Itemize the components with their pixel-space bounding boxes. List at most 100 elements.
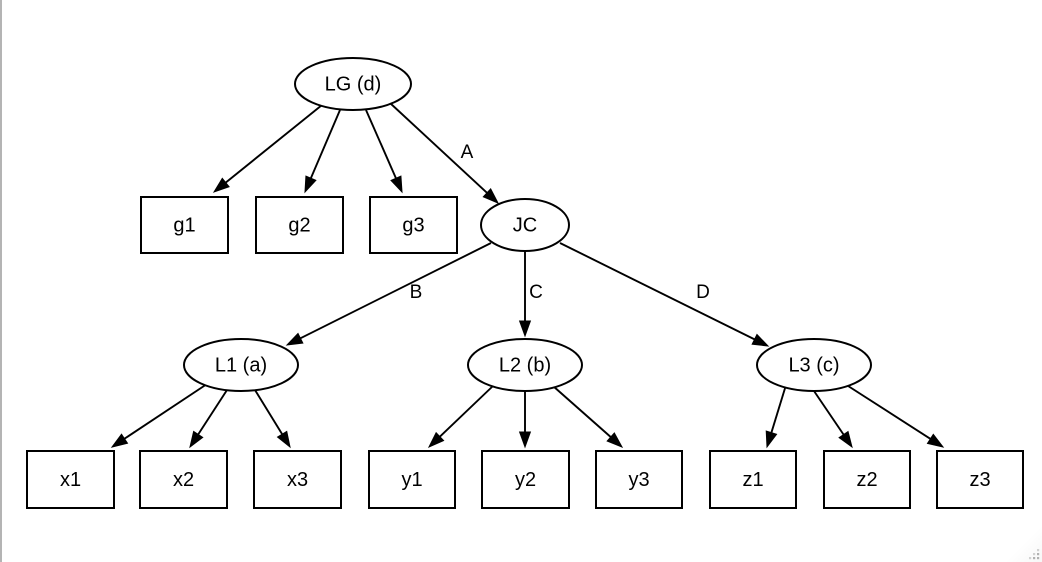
arrowhead-icon	[390, 175, 403, 194]
node-label: g2	[288, 214, 310, 236]
node-x2[interactable]: x2	[139, 450, 228, 509]
edge-l2-to-y3	[552, 385, 624, 448]
edge-line	[559, 242, 757, 342]
edge-jc-to-l1: B	[285, 242, 492, 346]
edge-l1-to-x1	[110, 383, 208, 448]
arrowhead-icon	[304, 175, 317, 194]
node-ellipse	[183, 338, 299, 392]
arrowhead-icon	[482, 187, 500, 205]
node-z2[interactable]: z2	[823, 450, 911, 509]
node-y2[interactable]: y2	[481, 450, 570, 509]
edge-jc-to-l3: D	[559, 242, 770, 347]
edge-l3-to-z3	[844, 383, 945, 448]
edge-jc-to-l2: C	[518, 251, 543, 338]
node-rect	[369, 196, 458, 254]
node-rect	[26, 450, 115, 509]
node-rect	[709, 450, 797, 509]
edge-label-b: B	[410, 282, 423, 303]
node-rect	[823, 450, 911, 509]
node-jc[interactable]: JC	[480, 198, 570, 252]
arrowhead-icon	[518, 320, 532, 338]
arrowhead-icon	[212, 177, 230, 193]
edge-lg-to-g1	[212, 104, 323, 193]
edge-l2-to-y2	[518, 391, 532, 449]
node-label: x2	[173, 469, 194, 491]
node-lg[interactable]: LG (d)	[294, 57, 412, 111]
arrowhead-icon	[518, 431, 532, 449]
edge-line	[769, 384, 787, 435]
edge-line	[298, 242, 492, 341]
node-rect	[368, 450, 456, 509]
node-rect	[936, 450, 1024, 509]
node-rect	[481, 450, 570, 509]
edges-layer: A B C D	[110, 102, 945, 449]
edge-line	[223, 104, 323, 185]
node-label: y1	[401, 469, 422, 491]
node-g2[interactable]: g2	[255, 196, 344, 254]
node-ellipse	[756, 338, 872, 392]
edge-line	[552, 385, 613, 440]
node-g1[interactable]: g1	[140, 196, 229, 254]
node-label: L3 (c)	[788, 354, 839, 376]
arrowhead-icon	[110, 433, 129, 448]
node-l1[interactable]: L1 (a)	[183, 338, 299, 392]
edge-line	[122, 383, 208, 441]
edge-line	[309, 109, 341, 181]
arrowhead-icon	[276, 430, 291, 449]
node-label: x1	[60, 469, 81, 491]
edge-line	[196, 389, 228, 437]
node-y1[interactable]: y1	[368, 450, 456, 509]
node-label: x3	[287, 469, 308, 491]
node-label: z2	[856, 469, 877, 491]
arrowhead-icon	[765, 430, 778, 449]
arrowhead-icon	[285, 332, 304, 346]
edge-line	[389, 102, 490, 195]
edge-l3-to-z1	[765, 384, 787, 449]
arrowhead-icon	[606, 432, 624, 448]
edge-line	[365, 109, 398, 181]
edge-lg-to-g3	[365, 109, 403, 194]
edge-label-a: A	[461, 142, 474, 163]
arrowhead-icon	[427, 431, 445, 449]
arrowhead-icon	[838, 430, 853, 449]
arrowhead-icon	[751, 333, 770, 347]
node-label: L2 (b)	[499, 354, 551, 376]
node-ellipse	[480, 198, 570, 252]
node-y3[interactable]: y3	[595, 450, 683, 509]
node-z3[interactable]: z3	[936, 450, 1024, 509]
node-label: z1	[742, 469, 763, 491]
node-label: y3	[628, 469, 649, 491]
node-ellipse	[467, 338, 583, 392]
edge-l2-to-y1	[427, 384, 495, 449]
node-label: y2	[515, 469, 536, 491]
edge-label-d: D	[696, 282, 710, 303]
node-rect	[140, 196, 229, 254]
node-rect	[255, 196, 344, 254]
node-x3[interactable]: x3	[253, 450, 342, 509]
node-rect	[595, 450, 683, 509]
edge-lg-to-g2	[304, 109, 341, 194]
node-label: g3	[402, 214, 424, 236]
node-g3[interactable]: g3	[369, 196, 458, 254]
node-x1[interactable]: x1	[26, 450, 115, 509]
node-ellipse	[294, 57, 412, 111]
edge-l1-to-x3	[254, 389, 291, 449]
node-label: LG (d)	[325, 73, 382, 95]
edge-l3-to-z2	[813, 390, 853, 449]
node-z1[interactable]: z1	[709, 450, 797, 509]
edge-line	[813, 390, 846, 437]
edge-line	[844, 383, 933, 441]
node-label: JC	[513, 214, 537, 236]
node-l2[interactable]: L2 (b)	[467, 338, 583, 392]
edge-l1-to-x2	[189, 389, 228, 449]
resize-grip-icon[interactable]	[1027, 547, 1041, 561]
node-label: z3	[969, 469, 990, 491]
node-l3[interactable]: L3 (c)	[756, 338, 872, 392]
edge-lg-to-jc: A	[389, 102, 500, 205]
node-label: L1 (a)	[215, 354, 267, 376]
arrowhead-icon	[926, 433, 945, 448]
edge-line	[437, 384, 495, 439]
nodes-layer: LG (d) g1 g2 g3 JC L1 (a) L2 (b) L3 (c) x1 x2 x3 y1…	[26, 57, 1024, 509]
